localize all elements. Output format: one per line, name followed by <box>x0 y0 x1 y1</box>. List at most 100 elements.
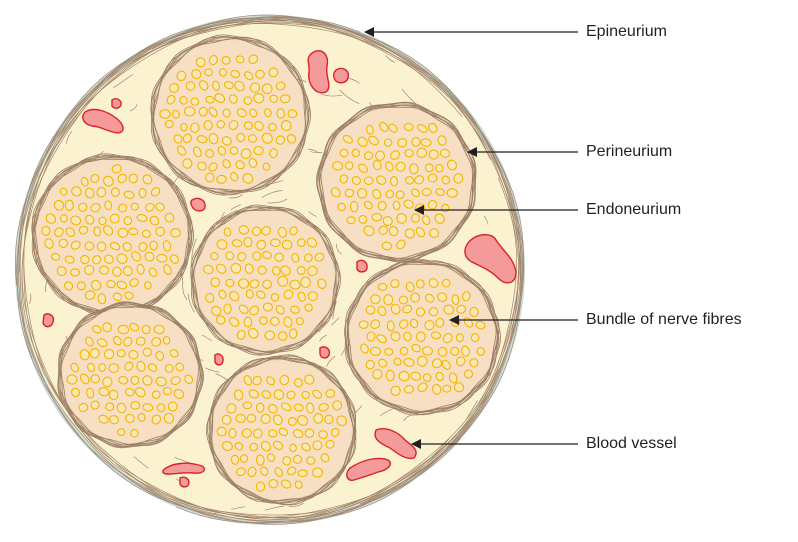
blood-vessel <box>334 68 349 82</box>
nerve-fibre <box>156 227 165 236</box>
nerve-fibre <box>165 213 174 223</box>
nerve-fibre <box>443 385 451 392</box>
nerve-fibre <box>290 444 297 452</box>
nerve-fibre <box>256 403 264 413</box>
nerve-fibre <box>298 470 307 477</box>
nerve-fibre <box>376 151 385 160</box>
nerve-fibre <box>364 152 373 160</box>
nerve-fibre <box>378 283 387 290</box>
nerve-fibre <box>247 414 256 422</box>
nerve-fibre <box>417 356 427 367</box>
nerve-fibre <box>160 110 170 119</box>
nerve-fibre <box>117 428 125 435</box>
nerve-fibre <box>297 238 305 246</box>
nerve-fibre <box>386 370 395 381</box>
nerve-fibre <box>366 305 376 314</box>
blood-vessel <box>357 260 367 271</box>
nerve-fibre <box>347 217 355 224</box>
nerve-fibre <box>372 213 382 221</box>
nerve-fibre <box>471 334 479 342</box>
nerve-fibre <box>312 468 322 478</box>
nerve-fibre <box>364 177 373 185</box>
nerve-fibre <box>416 332 426 342</box>
nerve-fibre <box>224 304 232 314</box>
nerve-fibre <box>80 255 89 264</box>
nerve-fibre <box>411 293 420 303</box>
nerve-fibre <box>65 200 73 210</box>
nerve-fibre <box>425 164 433 172</box>
nerve-fibre <box>109 363 119 372</box>
nerve-fibre <box>185 107 195 116</box>
nerve-fibre <box>99 363 106 371</box>
nerve-fibre <box>229 429 236 438</box>
blood-vessel <box>112 99 121 108</box>
nerve-fibre <box>412 214 420 222</box>
nerve-fibre <box>405 149 414 157</box>
epineurium-label: Epineurium <box>586 23 667 41</box>
nerve-fibre <box>313 413 323 424</box>
nerve-fibre <box>139 188 146 198</box>
nerve-fibre <box>271 293 279 301</box>
nerve-fibre <box>447 188 458 197</box>
nerve-fibre <box>205 173 214 182</box>
nerve-fibre <box>243 402 252 409</box>
nerve-fibre <box>105 402 114 411</box>
nerve-fibre <box>268 430 277 438</box>
blood-vessel-label: Blood vessel <box>586 435 677 453</box>
nerve-fibre <box>60 214 68 222</box>
nerve-fibre <box>277 109 285 119</box>
blood-vessel <box>308 51 329 93</box>
nerve-fibre <box>94 227 101 237</box>
perineurium-label: Perineurium <box>586 143 672 161</box>
nerve-fibre <box>71 269 80 277</box>
nerve-fibre <box>384 295 394 305</box>
nerve-fibre <box>422 188 431 196</box>
nerve-fibre <box>270 239 280 247</box>
nerve-fibre <box>181 123 188 131</box>
nerve-fibre <box>359 321 368 329</box>
nerve-fibre <box>199 107 208 117</box>
nerve-fibre <box>217 175 227 183</box>
nerve-fibre <box>191 123 199 132</box>
blood-vessel <box>191 198 205 210</box>
nerve-fibre <box>428 174 437 182</box>
nerve-fibre <box>289 329 297 339</box>
nerve-fibre <box>168 402 178 412</box>
nerve-fibre <box>106 280 115 288</box>
nerve-fibre <box>204 68 212 76</box>
nerve-fibre <box>464 370 473 379</box>
nerve-fibre <box>411 137 420 146</box>
nerve-fibre <box>404 123 413 131</box>
blood-vessel <box>180 477 189 487</box>
nerve-fibre <box>387 321 395 332</box>
nerve-fibre <box>129 174 138 183</box>
bundle-of-nerve-fibres-label: Bundle of nerve fibres <box>586 311 742 329</box>
nerve-fibre <box>456 333 464 342</box>
endoneurium-label: Endoneurium <box>586 201 681 219</box>
nerve-fibre <box>79 226 88 234</box>
nerve-fibre <box>416 307 425 316</box>
nerve-fibre <box>171 228 181 237</box>
nerve-fibre <box>390 176 397 186</box>
nerve-fibre <box>255 70 264 79</box>
nerve-fibre <box>429 150 439 160</box>
nerve-fibre <box>256 482 264 491</box>
nerve-fibre <box>254 146 264 155</box>
nerve-fibre <box>223 109 231 118</box>
nerve-fibre <box>256 455 264 466</box>
nerve-fibre <box>469 307 478 317</box>
blood-vessel <box>320 347 329 358</box>
blood-vessel <box>43 314 53 327</box>
nerve-fibre <box>269 68 278 77</box>
nerve-fibre <box>131 401 140 409</box>
nerve-fibre <box>384 348 392 355</box>
blood-vessel <box>215 354 223 365</box>
nerve-fibre <box>265 331 275 340</box>
nerve-fibre <box>163 387 171 394</box>
nerve-fibre <box>391 386 401 396</box>
nerve-fibre <box>280 94 290 103</box>
nerve-fibre <box>99 266 109 275</box>
nerve-fibre <box>142 325 150 334</box>
